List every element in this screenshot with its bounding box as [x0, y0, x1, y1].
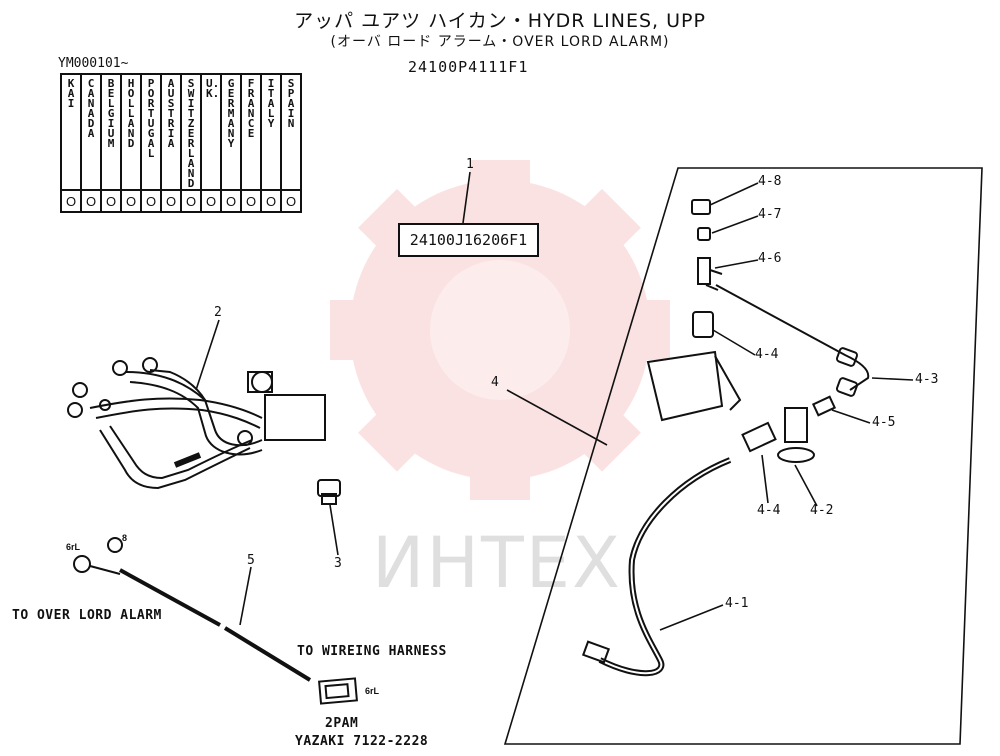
country-name: CANADA	[87, 77, 95, 140]
country-mark: O	[240, 189, 262, 213]
hydraulic-lines-assembly	[67, 357, 326, 490]
callout-4-4-bottom: 4-4	[757, 503, 781, 518]
country-mark: O	[220, 189, 242, 213]
diagram-subtitle: (オーバ ロード アラーム・OVER LORD ALARM)	[330, 34, 670, 50]
watermark-text: ИНТЕХ	[372, 522, 622, 604]
callout-4-3: 4-3	[915, 372, 939, 387]
callout-4-2: 4-2	[810, 503, 834, 518]
country-mark: O	[60, 189, 82, 213]
connector-maker: YAZAKI 7122-2228	[295, 734, 429, 749]
country-mark: O	[180, 189, 202, 213]
callout-4-6: 4-6	[758, 251, 782, 266]
country-cell: AUSTRIA	[160, 73, 182, 191]
assembly-part-box: 24100J16206F1	[398, 223, 539, 257]
callout-4-4-top: 4-4	[755, 347, 779, 362]
callout-1: 1	[466, 157, 474, 172]
detail-panel-outline	[503, 167, 983, 745]
country-cell: FRANCE	[240, 73, 262, 191]
callout-4-7: 4-7	[758, 207, 782, 222]
note-to-over-lord-alarm: TO OVER LORD ALARM	[12, 608, 162, 623]
callout-4-8: 4-8	[758, 174, 782, 189]
diagram-title: アッパ ユアツ ハイカン・HYDR LINES, UPP	[294, 10, 706, 32]
connector-type: 2PAM	[325, 716, 359, 731]
country-cell: ITALY	[260, 73, 282, 191]
callout-4: 4	[491, 375, 499, 390]
wire-harness	[73, 537, 358, 705]
country-mark: O	[260, 189, 282, 213]
leader-lines	[195, 171, 914, 631]
country-cell: BELGIUM	[100, 73, 122, 191]
plug-fitting	[317, 479, 341, 505]
country-name: ITALY	[267, 77, 275, 130]
note-to-wiring-harness: TO WIREING HARNESS	[297, 644, 447, 659]
wire-spec-6rl-b: 6rL	[365, 686, 380, 696]
callout-3: 3	[334, 556, 342, 571]
country-name: U.K.	[206, 77, 220, 100]
callout-4-5: 4-5	[872, 415, 896, 430]
country-name: GERMANY	[227, 77, 235, 150]
country-cell: SWITZER LAND	[180, 73, 202, 191]
country-name: SPAIN	[287, 77, 295, 130]
country-mark: O	[80, 189, 102, 213]
country-name: AUSTRIA	[167, 77, 175, 150]
country-mark: O	[120, 189, 142, 213]
country-mark: O	[100, 189, 122, 213]
country-name: BELGIUM	[107, 77, 115, 150]
country-name: PORTUGAL	[147, 77, 155, 160]
country-name: HOLLAND	[127, 77, 135, 150]
wire-spec-8: 8	[122, 533, 128, 543]
serial-range: YM000101~	[58, 56, 129, 71]
country-cell: PORTUGAL	[140, 73, 162, 191]
country-cell: GERMANY	[220, 73, 242, 191]
country-cell: U.K.	[200, 73, 222, 191]
country-name: FRANCE	[247, 77, 255, 140]
country-mark: O	[200, 189, 222, 213]
detail-components	[581, 199, 870, 677]
country-mark: O	[140, 189, 162, 213]
country-cell: SPAIN	[280, 73, 302, 191]
country-name: SWITZER LAND	[187, 77, 195, 190]
country-header-row: KAI CANADA BELGIUM HOLLAND PORTUGAL AUSTRIA SW…	[60, 73, 302, 191]
country-applicability-table: KAI CANADA BELGIUM HOLLAND PORTUGAL AUSTRIA SW…	[60, 73, 302, 213]
part-number: 24100P4111F1	[408, 58, 529, 76]
callout-5: 5	[247, 553, 255, 568]
callout-4-1: 4-1	[725, 596, 749, 611]
country-cell: HOLLAND	[120, 73, 142, 191]
wire-spec-6rl-a: 6rL	[66, 542, 81, 552]
country-mark: O	[160, 189, 182, 213]
country-name: KAI	[67, 77, 75, 110]
country-cell: CANADA	[80, 73, 102, 191]
country-cell: KAI	[60, 73, 82, 191]
country-mark: O	[280, 189, 302, 213]
callout-2: 2	[214, 305, 222, 320]
